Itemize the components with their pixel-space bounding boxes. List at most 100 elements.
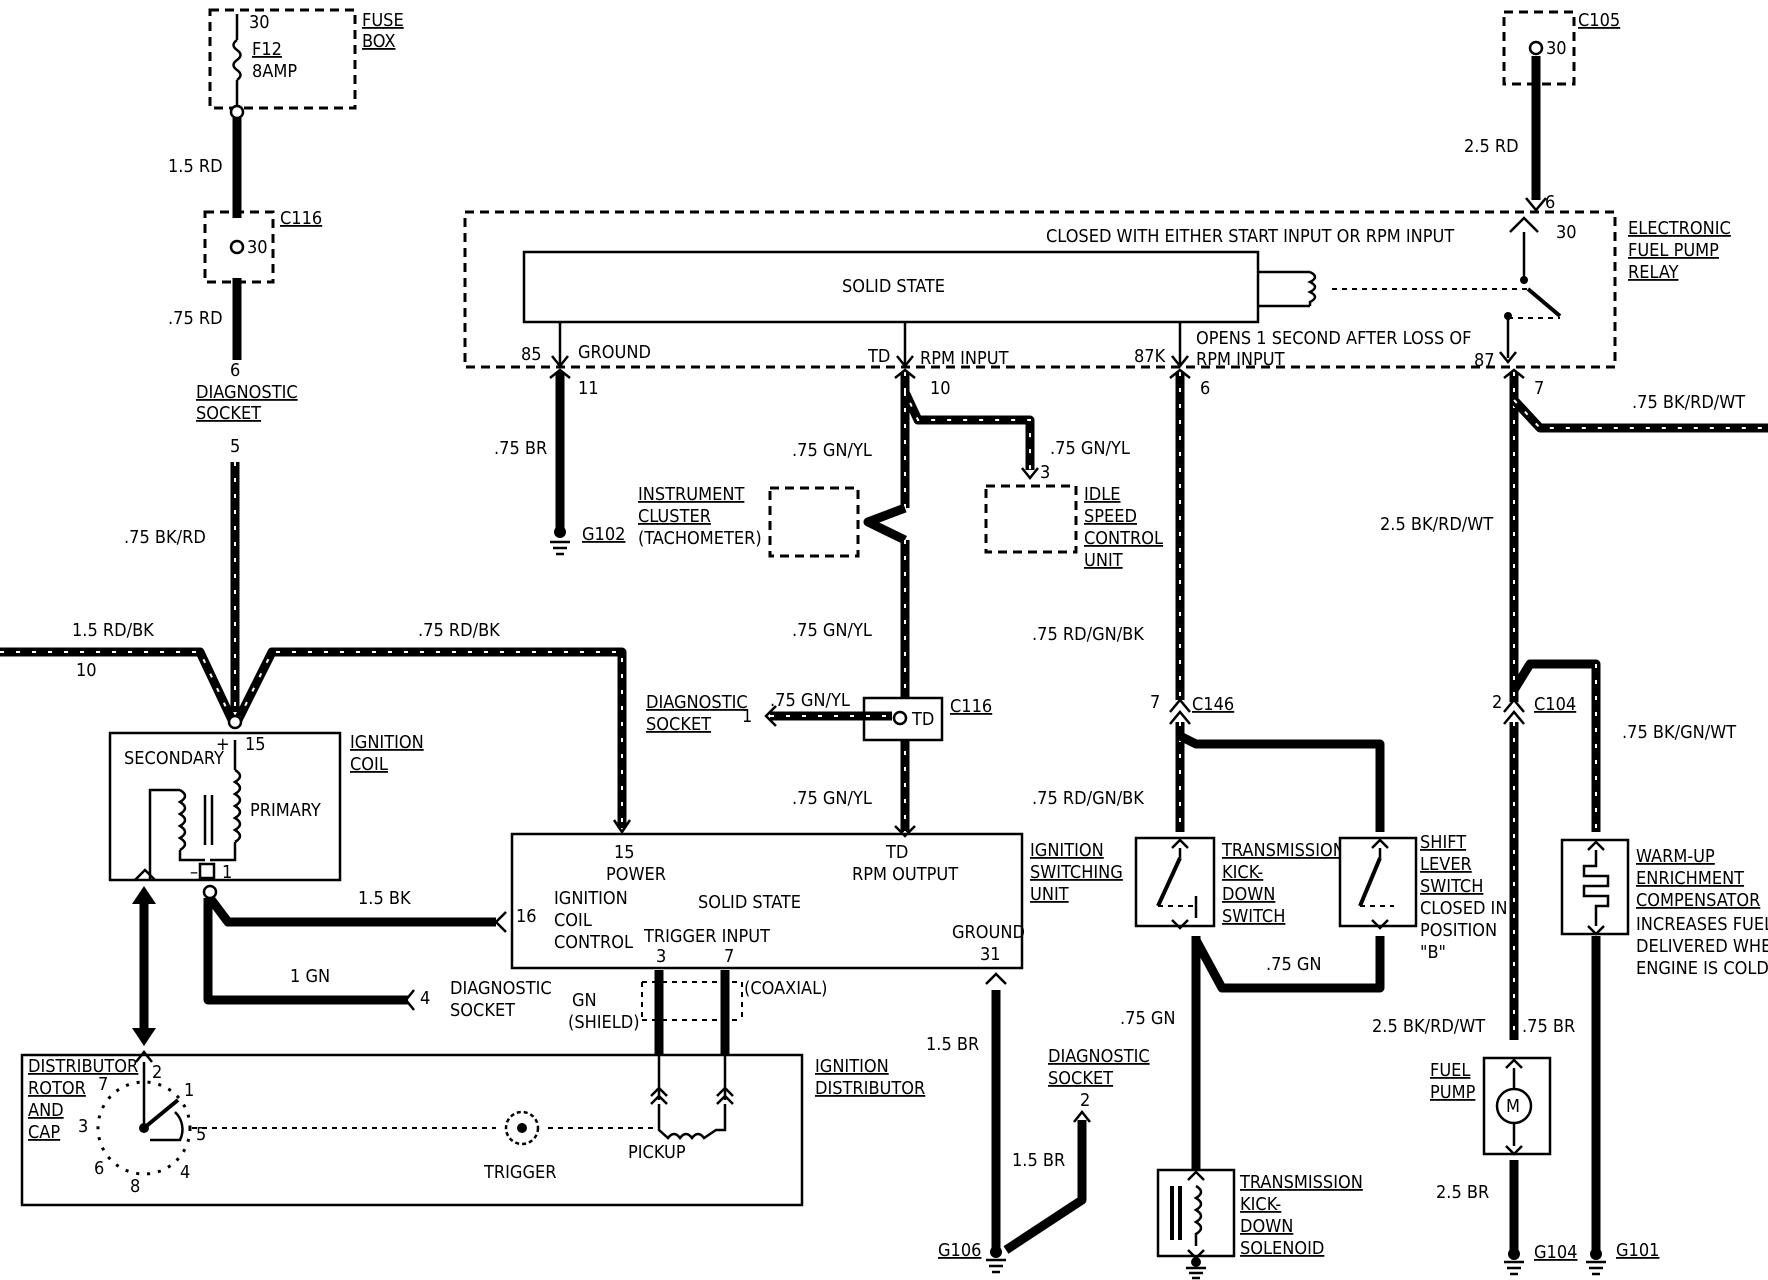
instrument-label-2: CLUSTER — [638, 506, 711, 527]
wire-label-diag-gnd: 1.5 BR — [1012, 1150, 1065, 1171]
relay-note-opens-2: RPM INPUT — [1196, 349, 1285, 370]
isu-pin-31: 31 — [980, 944, 1001, 965]
ground-solenoid — [1186, 1257, 1206, 1280]
relay-pin-10: 10 — [930, 378, 951, 399]
c105-terminal: 30 — [1546, 38, 1567, 59]
idle-speed-control-unit: IDLE SPEED CONTROL UNIT — [984, 484, 1163, 571]
idle-label-2: SPEED — [1084, 506, 1137, 527]
g106-label: G106 — [938, 1240, 981, 1261]
pump-label-1: FUEL — [1430, 1060, 1470, 1081]
pump-label-2: PUMP — [1430, 1082, 1476, 1103]
diag-right-label-1: DIAGNOSTIC — [1048, 1046, 1150, 1067]
wire-left-in — [0, 647, 237, 722]
fuse-f12-label: F12 — [252, 39, 282, 60]
instrument-label-3: (TACHOMETER) — [638, 528, 762, 549]
coil-plus: + — [216, 734, 230, 755]
c116-top-label: C116 — [280, 208, 322, 229]
relay-label-3: RELAY — [1628, 262, 1679, 283]
relay-pin-11: 11 — [578, 378, 599, 399]
diag-top-label-2: SOCKET — [196, 403, 261, 424]
isu-label-3: UNIT — [1030, 884, 1069, 905]
ground-g101: G101 — [1586, 1240, 1659, 1276]
wire-coil-to-diag-4 — [203, 898, 408, 1005]
wire-label-td-2: .75 GN/YL — [792, 620, 872, 641]
relay-pin-6: 6 — [1200, 378, 1210, 399]
coaxial-label: (COAXIAL) — [744, 978, 827, 999]
wire-c146-to-shift — [1177, 731, 1385, 832]
diag-top-label-1: DIAGNOSTIC — [196, 382, 298, 403]
shift-label-4: CLOSED IN — [1420, 898, 1507, 919]
dist-num-5: 5 — [196, 1124, 206, 1145]
wire-left-pin-10: 10 — [76, 660, 97, 681]
wire-label-75-bk-rd: .75 BK/RD — [124, 527, 206, 548]
wire-label-1-5-bk: 1.5 BK — [358, 888, 411, 909]
g101-label: G101 — [1616, 1240, 1659, 1261]
warmup-label-1: WARM-UP — [1636, 846, 1715, 867]
ignition-distributor: IGNITION DISTRIBUTOR DISTRIBUTOR ROTOR A… — [20, 1049, 925, 1207]
diag-low-label-2: SOCKET — [450, 1000, 515, 1021]
wire-label-87k: .75 RD/GN/BK — [1032, 624, 1144, 645]
fuel-pump-relay: CLOSED WITH EITHER START INPUT OR RPM IN… — [463, 192, 1731, 371]
ignition-coil-label-1: IGNITION — [350, 732, 424, 753]
fuse-box-label-1: FUSE — [362, 10, 404, 31]
wire-87-right — [1510, 396, 1768, 433]
c104-label: C104 — [1534, 694, 1576, 715]
c116-top-terminal: 30 — [247, 237, 268, 258]
wire-label-c104-warm: .75 BK/GN/WT — [1622, 722, 1736, 743]
wire-diag-ground — [1003, 1120, 1087, 1254]
isu-label-2: SWITCHING — [1030, 862, 1123, 883]
warmup-label-2: ENRICHMENT — [1636, 868, 1744, 889]
wire-label-75-br-relay: .75 BR — [494, 438, 547, 459]
relay-pin-6-top: 6 — [1545, 192, 1555, 213]
solenoid-label-1: TRANSMISSION — [1239, 1172, 1363, 1193]
relay-note-closed: CLOSED WITH EITHER START INPUT OR RPM IN… — [1046, 226, 1454, 247]
diag-mid-label-1: DIAGNOSTIC — [646, 692, 748, 713]
rotor-label-2: ROTOR — [28, 1078, 86, 1099]
shift-label-2: LEVER — [1420, 854, 1472, 875]
wire-label-75-rd: .75 RD — [168, 308, 223, 329]
wire-label-1-5-rd-bk: 1.5 RD/BK — [72, 620, 154, 641]
rotor-label-4: CAP — [28, 1122, 60, 1143]
wire-label-td-3: .75 GN/YL — [792, 788, 872, 809]
warmup-note-2: DELIVERED WHEN — [1636, 936, 1768, 957]
wire-label-sol-gn: .75 GN — [1120, 1008, 1176, 1029]
shift-lever-switch: SHIFT LEVER SWITCH CLOSED IN POSITION "B… — [1338, 832, 1507, 963]
coil-primary-label: PRIMARY — [250, 800, 321, 821]
dist-num-4: 4 — [180, 1162, 190, 1183]
relay-label-1: ELECTRONIC — [1628, 218, 1731, 239]
warmup-compensator: WARM-UP ENRICHMENT COMPENSATOR INCREASES… — [1560, 838, 1768, 979]
wire-coil-to-isu-16 — [206, 895, 496, 927]
distributor-label-1: IGNITION — [815, 1056, 889, 1077]
wire-label-warm-gnd: .75 BR — [1522, 1016, 1575, 1037]
coil-secondary-label: SECONDARY — [124, 748, 224, 769]
isu-pin-16: 16 — [516, 906, 537, 927]
isu-trigger-input: TRIGGER INPUT — [643, 926, 770, 947]
c146-pin: 7 — [1150, 692, 1160, 713]
diag-mid-pin-1: 1 — [742, 706, 752, 727]
g104-label: G104 — [1534, 1242, 1577, 1263]
dist-num-1: 1 — [184, 1080, 194, 1101]
isu-pin-15: 15 — [614, 842, 635, 863]
relay-ground: GROUND — [578, 342, 651, 363]
c146-label: C146 — [1192, 694, 1234, 715]
instrument-label-1: INSTRUMENT — [638, 484, 744, 505]
wire-label-87-right: .75 BK/RD/WT — [1632, 392, 1745, 413]
isu-pin-3: 3 — [656, 946, 666, 967]
dist-num-3: 3 — [78, 1116, 88, 1137]
isu-coil-control-2: COIL — [554, 910, 592, 931]
diag-right-pin: 2 — [1080, 1090, 1090, 1111]
wire-label-pump-gnd: 2.5 BR — [1436, 1182, 1489, 1203]
wire-c104-to-warmup — [1510, 659, 1601, 832]
isu-td: TD — [885, 842, 908, 863]
pickup-label: PICKUP — [628, 1142, 686, 1163]
ground-g104: G104 — [1504, 1242, 1577, 1276]
diag-top-pin-5: 5 — [230, 436, 240, 457]
kd-switch-label-2: KICK- — [1222, 862, 1263, 883]
instrument-cluster: INSTRUMENT CLUSTER (TACHOMETER) — [638, 484, 860, 558]
c116-mid-terminal: TD — [911, 709, 934, 730]
fuse-box: 30 F12 8AMP FUSE BOX — [208, 8, 404, 120]
dist-num-7: 7 — [98, 1074, 108, 1095]
isu-coil-control-1: IGNITION — [554, 888, 628, 909]
shield-label-1: GN — [572, 990, 597, 1011]
